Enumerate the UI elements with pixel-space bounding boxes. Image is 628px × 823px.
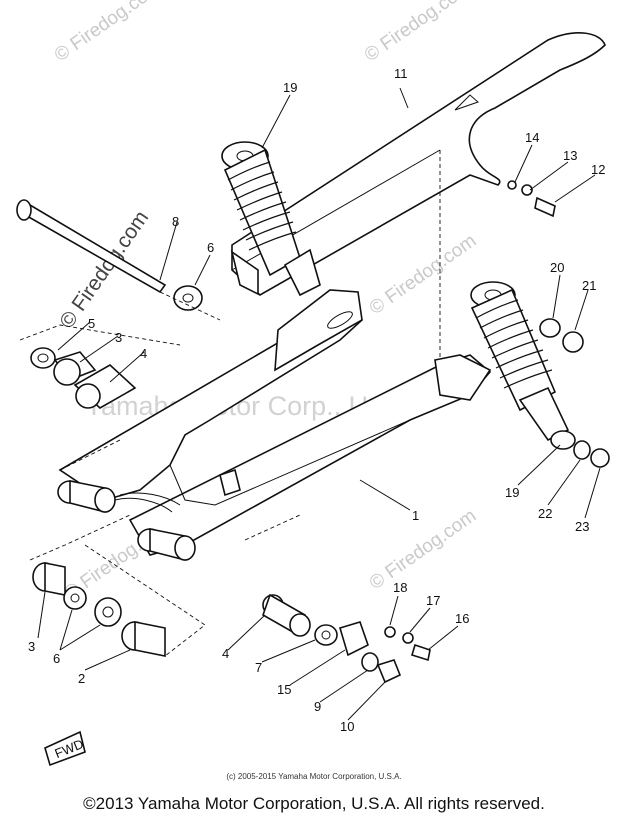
part-label-22: 22: [538, 506, 552, 521]
part-label-12: 12: [591, 162, 605, 177]
part-label-7: 7: [255, 660, 262, 675]
part-label-1-upper: 1: [412, 508, 419, 523]
fwd-badge: FWD: [44, 730, 86, 767]
shock-absorber-upper: [221, 141, 321, 297]
part-label-4-lower: 4: [222, 646, 229, 661]
part-label-14: 14: [525, 130, 539, 145]
part-label-2: 2: [78, 671, 85, 686]
part-label-19-upper: 19: [283, 80, 297, 95]
part-label-19-lower: 19: [505, 485, 519, 500]
part-label-5: 5: [88, 316, 95, 331]
watermark-mid-right: © Firedog.com: [366, 230, 480, 319]
part-label-18: 18: [393, 580, 407, 595]
left-bushings: [30, 347, 137, 409]
part-label-8: 8: [172, 214, 179, 229]
watermark-lower-right: © Firedog.com: [366, 505, 480, 594]
part-label-17: 17: [426, 593, 440, 608]
part-label-10: 10: [340, 719, 354, 734]
part-label-4-upper: 4: [140, 346, 147, 361]
part-label-6-lower: 6: [53, 651, 60, 666]
watermark-top-right: © Firedog.com: [361, 0, 475, 66]
guide-lines: [19, 150, 441, 657]
shock-absorber-lower: [470, 281, 576, 450]
pivot-bolt: [16, 199, 203, 311]
part-label-3-upper: 3: [115, 330, 122, 345]
part-labels: 11 19 14 13 12 8 6 5 3 4 20 21 1 19 22 2…: [28, 66, 605, 734]
swing-arm: [57, 289, 492, 562]
part-label-3-lower: 3: [28, 639, 35, 654]
part-label-21: 21: [582, 278, 596, 293]
copyright-main: ©2013 Yamaha Motor Corporation, U.S.A. A…: [83, 794, 545, 813]
part-label-20: 20: [550, 260, 564, 275]
part-label-23: 23: [575, 519, 589, 534]
copyright-small: (c) 2005-2015 Yamaha Motor Corporation, …: [226, 772, 402, 781]
part-label-13: 13: [563, 148, 577, 163]
part-label-16: 16: [455, 611, 469, 626]
right-side-parts: [262, 180, 610, 684]
part-label-15: 15: [277, 682, 291, 697]
part-label-6-upper: 6: [207, 240, 214, 255]
leader-lines: [37, 87, 601, 721]
part-label-9: 9: [314, 699, 321, 714]
lower-left-bushings: [32, 562, 166, 657]
watermark-top-left: © Firedog.com: [51, 0, 165, 66]
part-label-11: 11: [394, 66, 408, 81]
